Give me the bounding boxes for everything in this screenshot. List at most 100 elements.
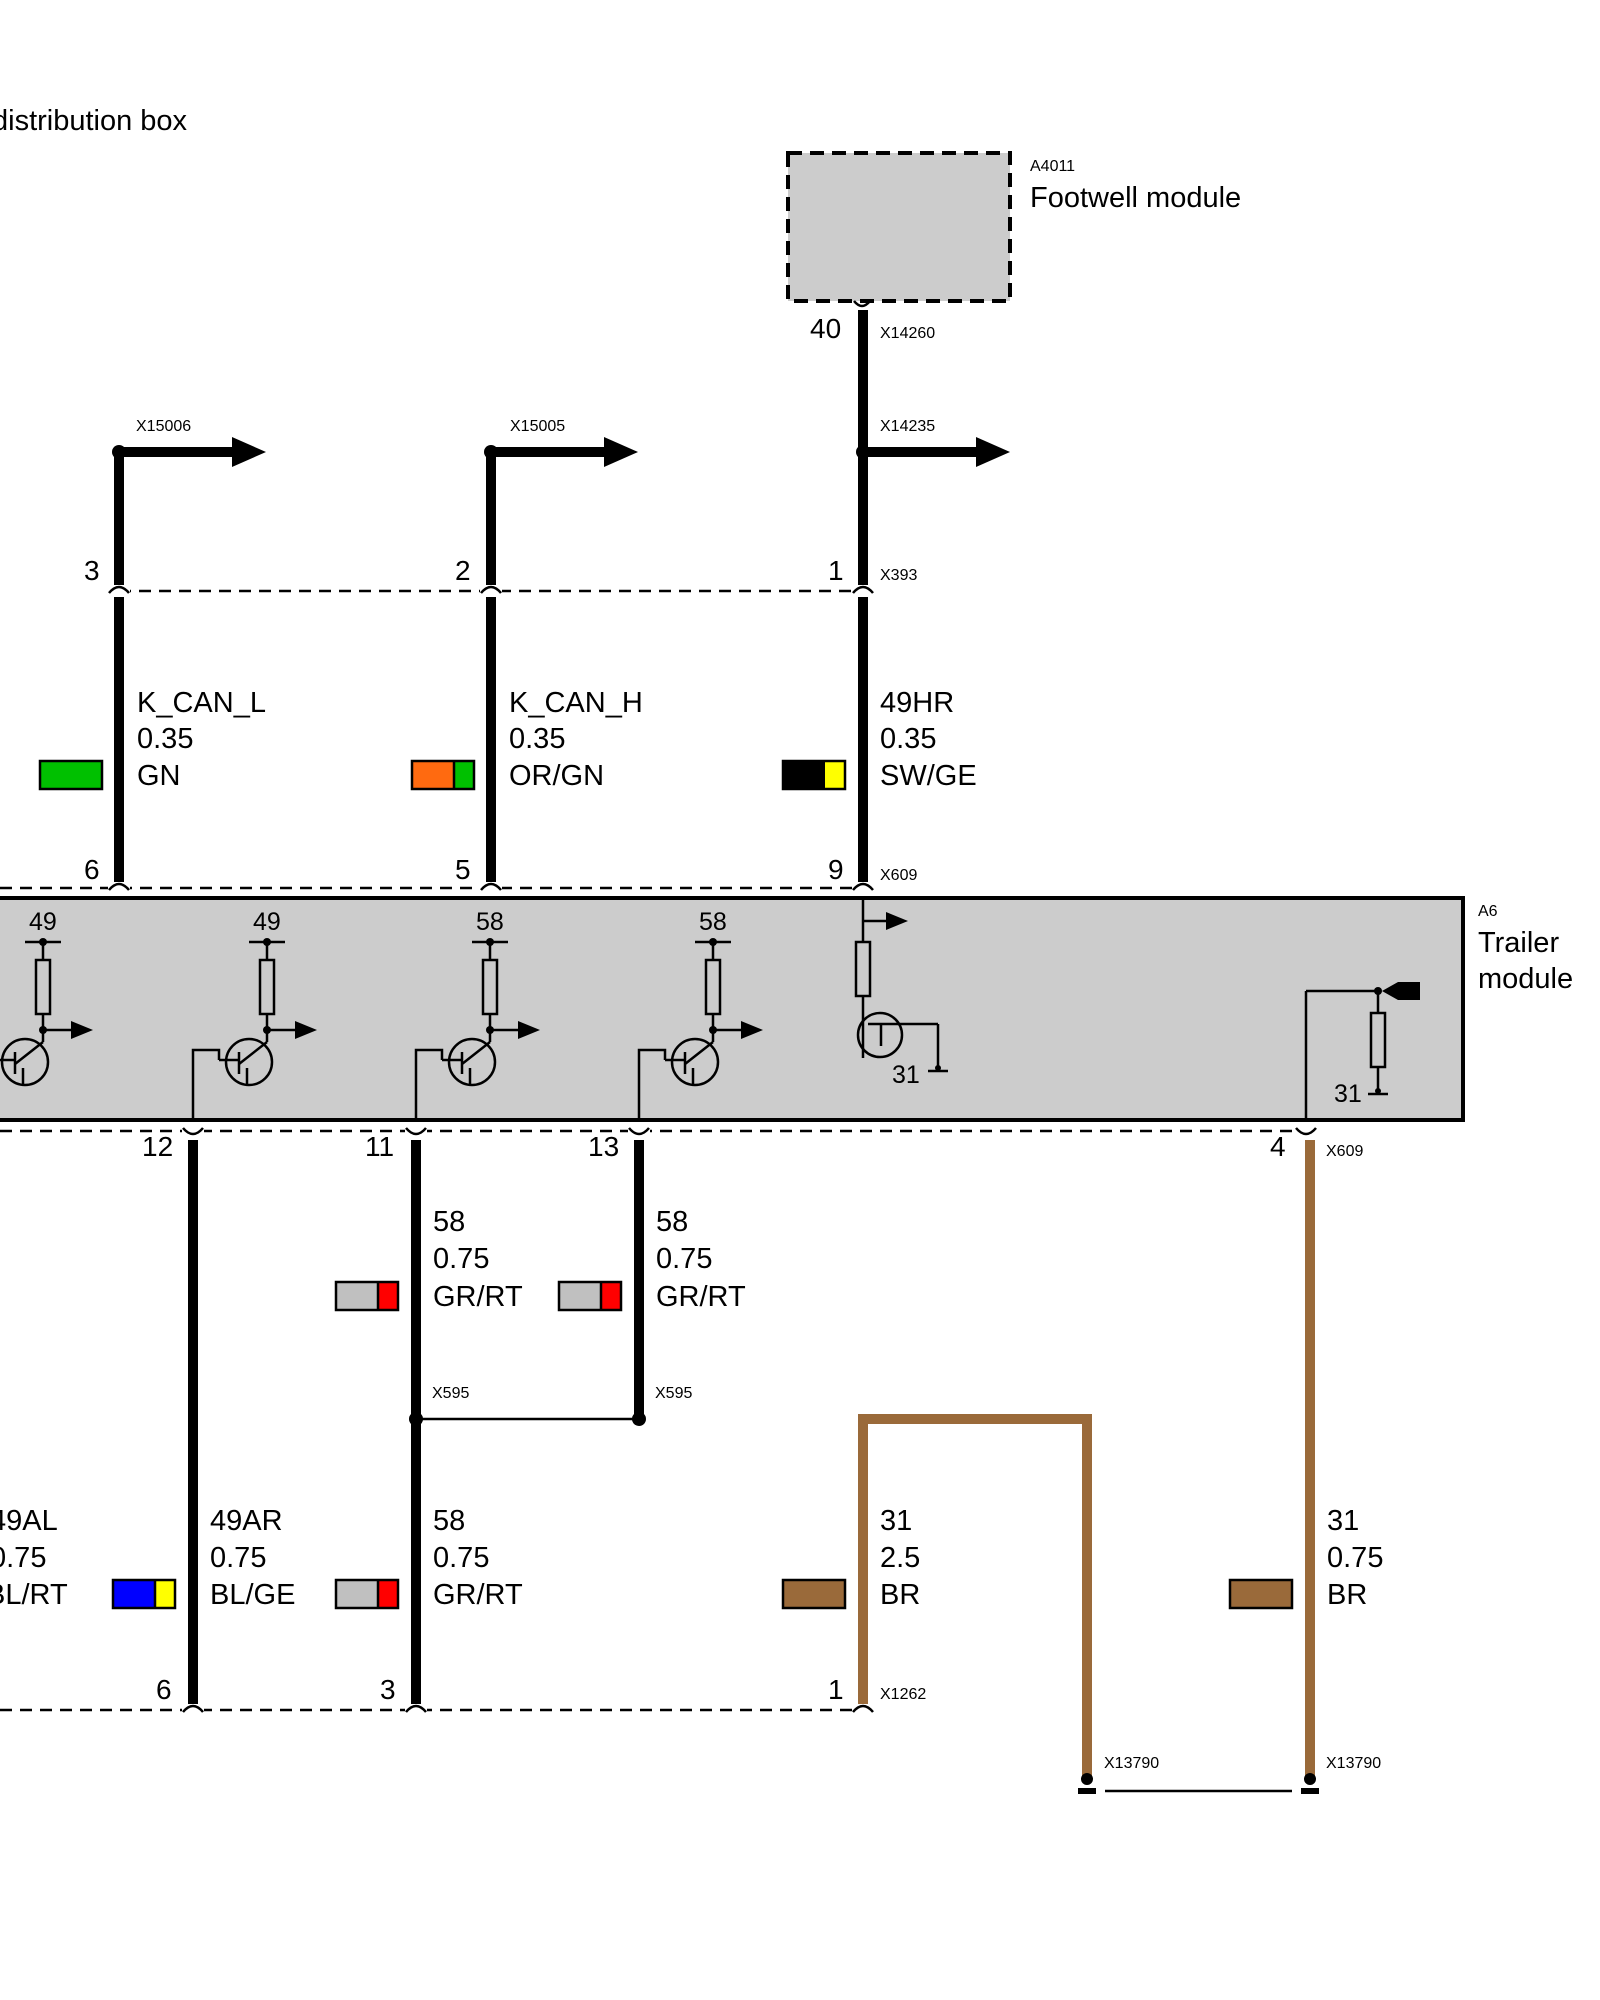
x609-bottom-pin-3: 13 [588, 1131, 619, 1162]
x13790-right-ref: X13790 [1326, 1755, 1381, 1772]
trailer-ref: A6 [1478, 903, 1498, 920]
footwell-pin: 40 [810, 313, 841, 344]
svg-text:GR/RT: GR/RT [433, 1579, 523, 1611]
svg-text:58: 58 [433, 1206, 465, 1238]
svg-text:SW/GE: SW/GE [880, 760, 977, 792]
footwell-ref: A4011 [1030, 158, 1075, 175]
x1262-pin-2: 3 [380, 1674, 396, 1705]
x393-ref: X393 [880, 567, 917, 584]
svg-text:BR: BR [880, 1579, 920, 1611]
wire-label-58-a: 58 0.75 GR/RT [433, 1206, 523, 1313]
footwell-module-box [786, 151, 1012, 303]
svg-text:GR/RT: GR/RT [433, 1281, 523, 1313]
svg-text:BL/RT: BL/RT [0, 1579, 68, 1611]
splice-x15006-ref: X15006 [136, 418, 191, 435]
svg-text:K_CAN_H: K_CAN_H [509, 687, 643, 719]
driver-stage-2: 49 [191, 908, 317, 1120]
x13790-left-ref: X13790 [1104, 1755, 1159, 1772]
ground-label-1: 31 [892, 1061, 920, 1089]
swatch-sw-ge [781, 759, 847, 791]
driver-stage-1: 49 [0, 908, 93, 1087]
swatch-or-gn [410, 759, 476, 791]
wire-label-49al: 49AL 0.75 BL/RT [0, 1505, 68, 1611]
trailer-name-1: Trailer [1478, 927, 1559, 959]
svg-text:0.35: 0.35 [880, 723, 936, 755]
splice-x14235[interactable] [856, 437, 1010, 467]
splice-x15005[interactable] [484, 437, 638, 467]
splice-x14235-ref: X14235 [880, 418, 935, 435]
arrow-right-icon [604, 437, 638, 467]
x393-pin-1: 3 [84, 555, 100, 586]
footwell-module[interactable]: A4011 Footwell module [786, 151, 1241, 303]
ground-stage-right [1304, 982, 1420, 1120]
ground-icon [935, 1065, 941, 1071]
svg-text:2.5: 2.5 [880, 1542, 920, 1574]
connector-mark-x14260 [853, 300, 871, 308]
trailer-module-box [0, 896, 1465, 1122]
supply-label-3: 58 [476, 908, 504, 936]
ground-point-x13790-right[interactable] [1301, 1773, 1319, 1794]
x1262-pin-1: 6 [156, 1674, 172, 1705]
svg-text:0.75: 0.75 [0, 1542, 46, 1574]
header-title: distribution box [0, 105, 188, 137]
transistor-icon [0, 1037, 50, 1087]
supply-label-2: 49 [253, 908, 281, 936]
supply-label-1: 49 [29, 908, 57, 936]
svg-text:0.75: 0.75 [433, 1542, 489, 1574]
supply-label-4: 58 [699, 908, 727, 936]
x609-bottom-pin-1: 12 [142, 1131, 173, 1162]
svg-text:BL/GE: BL/GE [210, 1579, 295, 1611]
connector-marks-x393 [108, 585, 874, 594]
svg-text:0.75: 0.75 [1327, 1542, 1383, 1574]
wire-label-31-0-75: 31 0.75 BR [1327, 1505, 1383, 1611]
wire-label-58-c: 58 0.75 GR/RT [433, 1505, 523, 1611]
transistor-icon [224, 1037, 274, 1087]
x609-top-ref: X609 [880, 867, 917, 884]
x609-top-pin-3: 9 [828, 854, 844, 885]
swatch-bl-ge [111, 1578, 177, 1610]
svg-text:0.75: 0.75 [656, 1243, 712, 1275]
swatch-gr-rt-a [334, 1280, 400, 1312]
arrow-right-icon [741, 1021, 763, 1039]
arrow-right-icon [71, 1021, 93, 1039]
arrow-right-icon [518, 1021, 540, 1039]
trailer-module[interactable] [0, 896, 1465, 1122]
connector-marks-x609-bottom [182, 1127, 1317, 1136]
wire-label-k-can-h: K_CAN_H 0.35 OR/GN [509, 687, 643, 792]
wire-label-49hr: 49HR 0.35 SW/GE [880, 687, 977, 792]
swatch-br-b [1228, 1578, 1294, 1610]
splice-x15006[interactable] [112, 437, 266, 467]
svg-text:31: 31 [880, 1505, 912, 1537]
footwell-connector: X14260 [880, 325, 935, 342]
svg-text:GR/RT: GR/RT [656, 1281, 746, 1313]
footwell-name: Footwell module [1030, 182, 1241, 214]
svg-text:K_CAN_L: K_CAN_L [137, 687, 266, 719]
swatch-gr-rt-b [557, 1280, 623, 1312]
svg-text:OR/GN: OR/GN [509, 760, 604, 792]
svg-text:49HR: 49HR [880, 687, 954, 719]
wire-label-k-can-l: K_CAN_L 0.35 GN [137, 687, 266, 792]
svg-text:0.35: 0.35 [137, 723, 193, 755]
svg-text:49AL: 49AL [0, 1505, 58, 1537]
wire-label-31-2-5: 31 2.5 BR [880, 1505, 920, 1611]
wire-31-2-5[interactable] [858, 1414, 1092, 1779]
wire-label-58-b: 58 0.75 GR/RT [656, 1206, 746, 1313]
svg-text:58: 58 [433, 1505, 465, 1537]
arrow-left-icon [1382, 982, 1420, 1000]
x609-bottom-pin-2: 11 [365, 1131, 394, 1162]
driver-stage-3: 58 [414, 908, 540, 1120]
arrow-right-icon [232, 437, 266, 467]
arrow-right-icon [976, 437, 1010, 467]
trailer-name-2: module [1478, 963, 1573, 995]
svg-text:GN: GN [137, 760, 181, 792]
connector-marks-x609-top [108, 882, 874, 891]
driver-stage-4: 58 [637, 908, 763, 1120]
svg-text:0.75: 0.75 [210, 1542, 266, 1574]
x595-left-ref: X595 [432, 1385, 469, 1402]
svg-text:BR: BR [1327, 1579, 1367, 1611]
svg-text:0.35: 0.35 [509, 723, 565, 755]
ground-point-x13790-left[interactable] [1078, 1773, 1096, 1794]
x609-top-pin-2: 5 [455, 854, 471, 885]
svg-text:31: 31 [1327, 1505, 1359, 1537]
arrow-right-icon [886, 912, 908, 930]
